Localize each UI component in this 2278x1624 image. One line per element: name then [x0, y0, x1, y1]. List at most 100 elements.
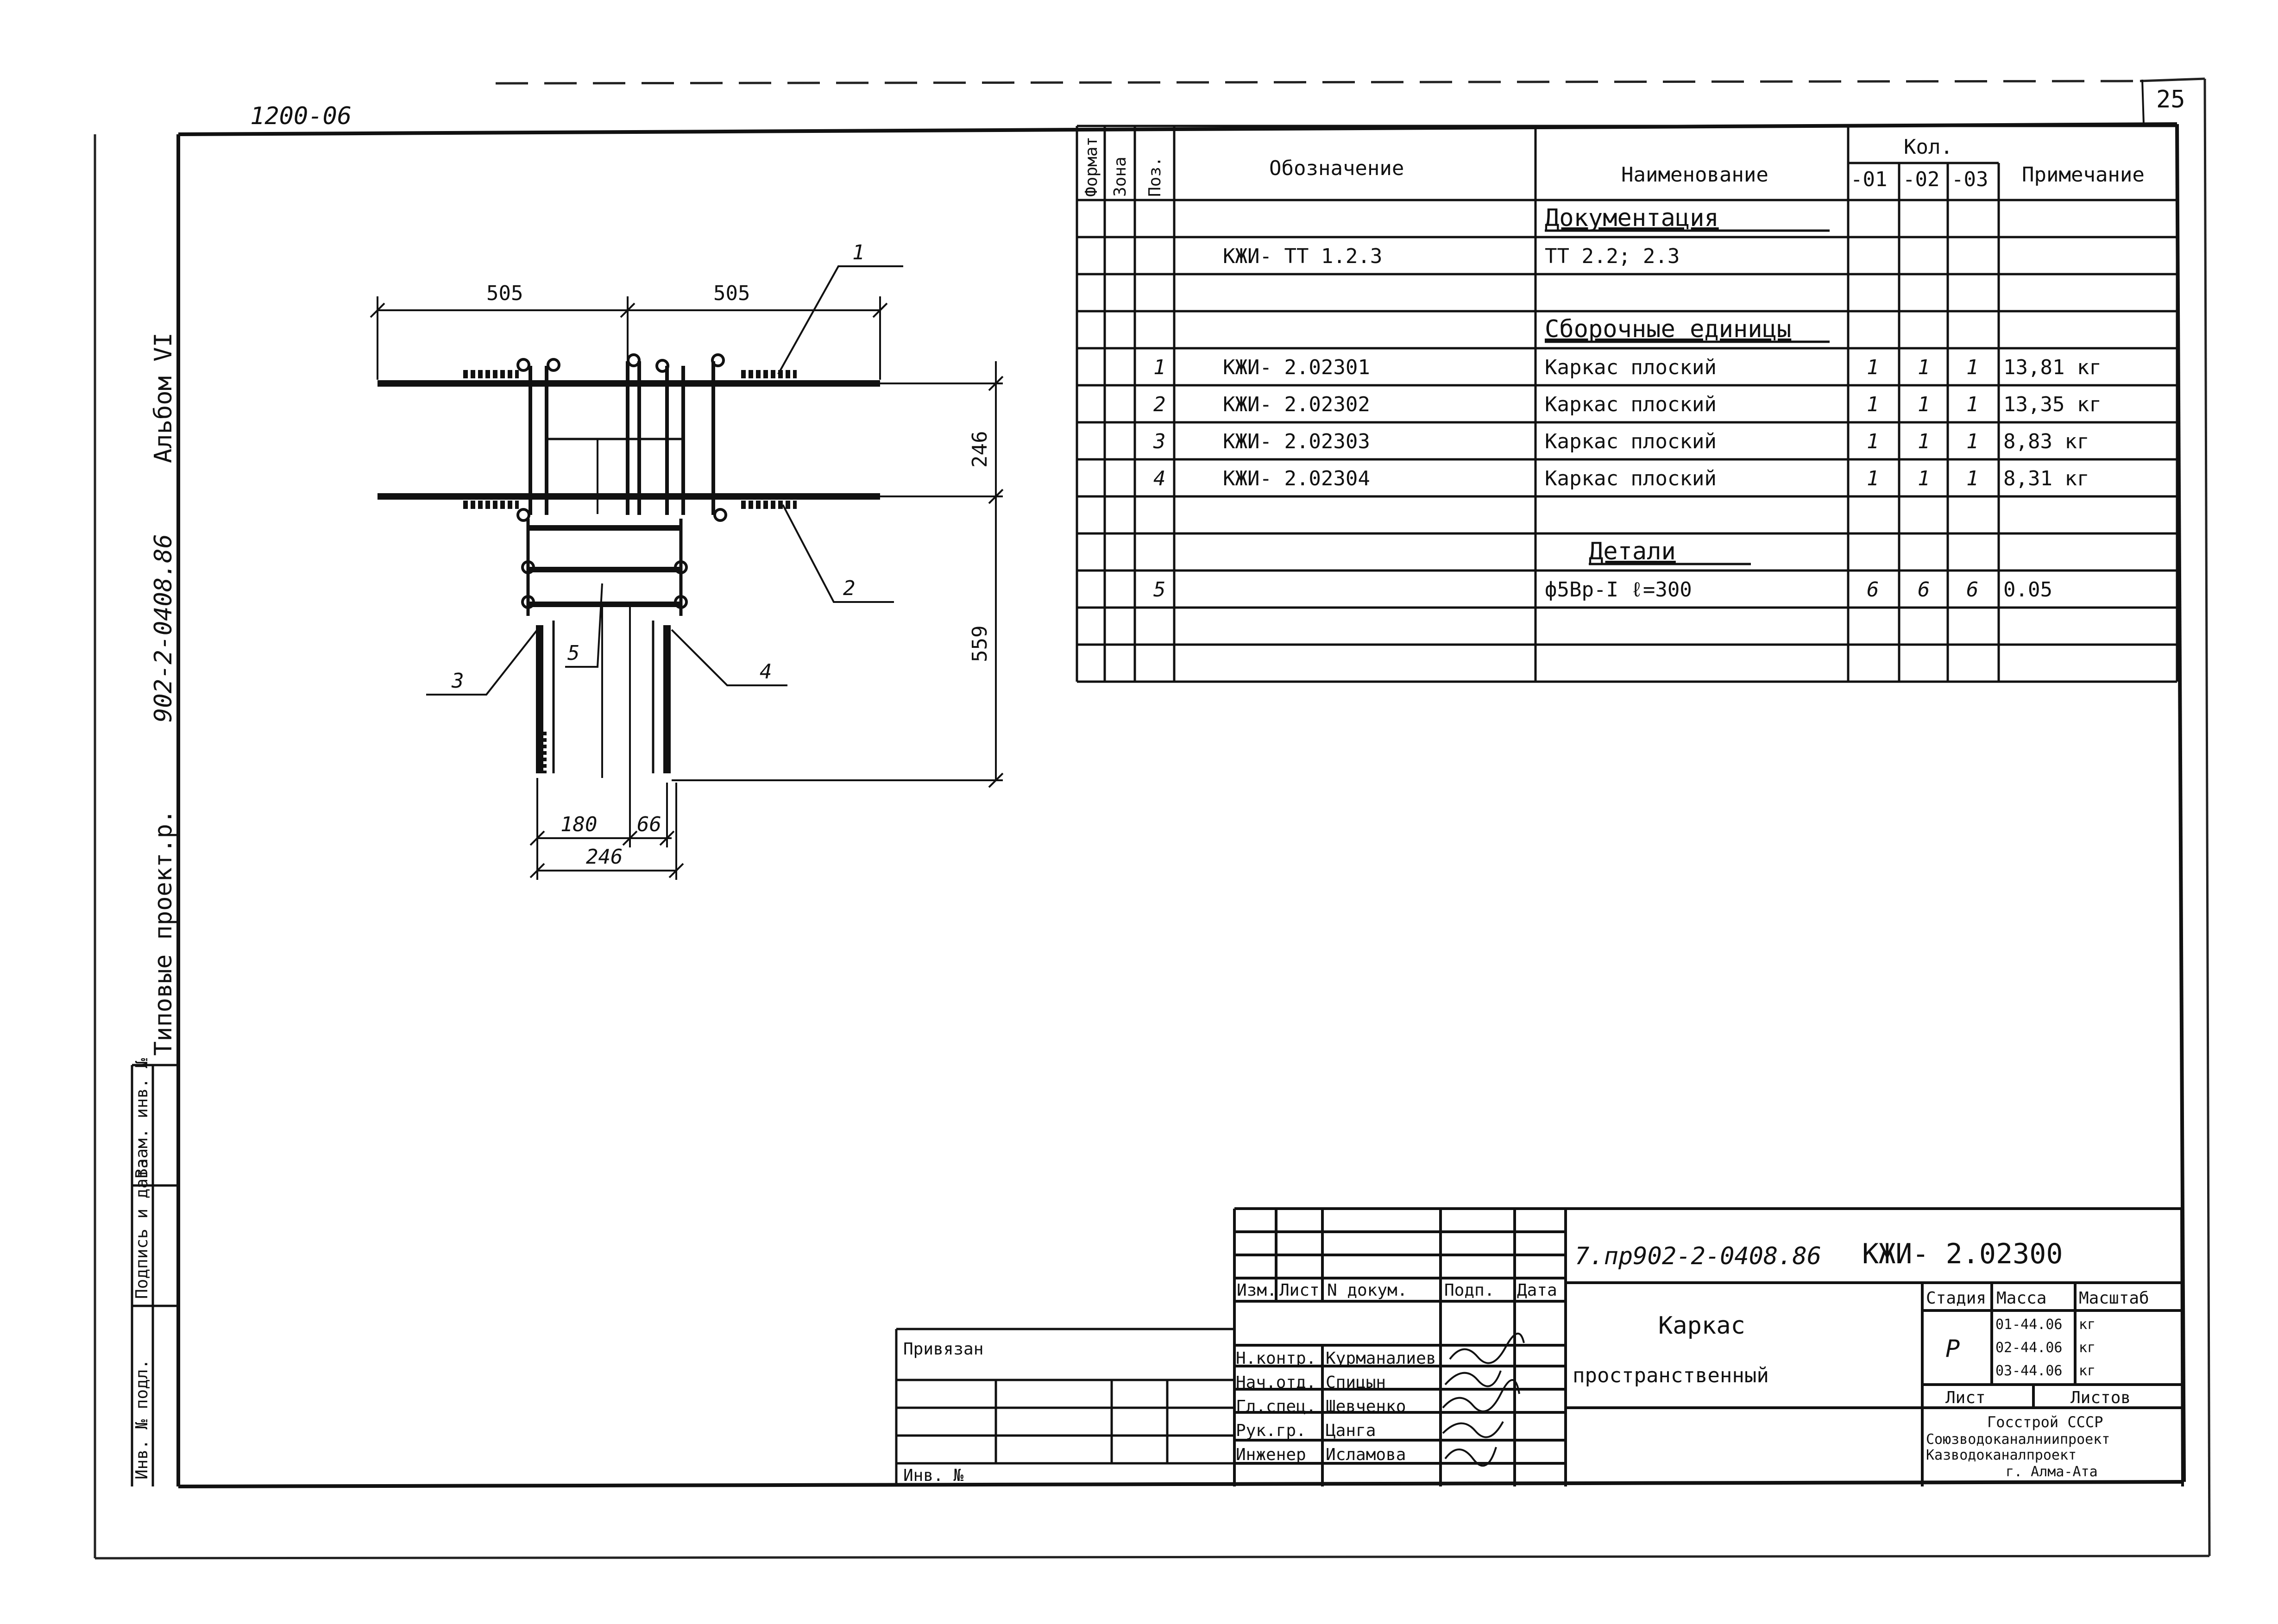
row-pos: 2	[1153, 393, 1166, 416]
staff-name: Спицын	[1326, 1373, 1386, 1392]
hdr-pos: Поз.	[1145, 157, 1164, 197]
row-q1: 1	[1867, 356, 1879, 379]
row-name: ф5Вр-I ℓ=300	[1545, 578, 1692, 602]
inv-no-label: Инв. №	[903, 1466, 963, 1485]
row-name: Каркас плоский	[1545, 467, 1717, 490]
stamp-vzam: Взам. инв. №	[132, 1058, 151, 1179]
series-label: Типовые проект.р.	[150, 809, 177, 1056]
title-line-1: Каркас	[1658, 1312, 1745, 1340]
lbl-sheets: Листов	[2070, 1388, 2131, 1407]
row-q3: 1	[1966, 467, 1979, 490]
section-heading: Детали	[1589, 538, 1676, 565]
row-q1: 1	[1867, 467, 1879, 490]
row-note: 13,35 кг	[2003, 393, 2102, 416]
signatures	[1442, 1333, 1525, 1467]
row-q2: 1	[1918, 393, 1930, 416]
row-q1: 6	[1867, 578, 1879, 602]
mass-unit-01: кг	[2079, 1317, 2096, 1333]
hdr-q1: -01	[1850, 168, 1887, 191]
staff-name: Шевченко	[1326, 1397, 1406, 1416]
org-line-4: г. Алма-Ата	[2006, 1464, 2098, 1480]
row-note: 13,81 кг	[2003, 356, 2102, 379]
row-q2: 6	[1918, 578, 1930, 602]
callout-3: 3	[451, 669, 464, 693]
org-line-3: Казводоканалпроект	[1926, 1447, 2077, 1463]
stamp-podpis: Подпись и дата	[132, 1159, 151, 1299]
row-name: ТТ 2.2; 2.3	[1545, 245, 1680, 268]
stamp-inv-podl: Инв. № подл.	[132, 1359, 151, 1480]
row-note: 8,83 кг	[2003, 430, 2089, 453]
lbl-list: Лист	[1279, 1281, 1320, 1300]
lbl-izm: Изм.	[1237, 1281, 1277, 1300]
hdr-zone: Зона	[1111, 157, 1130, 197]
row-q3: 1	[1966, 356, 1979, 379]
row-name: Каркас плоский	[1545, 356, 1717, 379]
staff-role: Н.контр.	[1236, 1349, 1316, 1368]
hdr-q2: -02	[1903, 168, 1939, 191]
series-code: 902-2-0408.86	[150, 534, 177, 722]
row-q2: 1	[1918, 356, 1930, 379]
row-name: Каркас плоский	[1545, 393, 1717, 416]
left-margin: Типовые проект.р. 902-2-0408.86 Альбом V…	[150, 332, 177, 1056]
privyazan-label: Привязан	[903, 1340, 983, 1359]
staff-role: Инженер	[1236, 1445, 1306, 1464]
mass-01: 01-44.06	[1995, 1317, 2063, 1333]
stage-value: Р	[1945, 1335, 1960, 1363]
row-pos: 4	[1153, 467, 1166, 490]
lbl-stage: Стадия	[1926, 1289, 1986, 1308]
row-note: 8,31 кг	[2003, 467, 2089, 490]
staff-name: Курманалиев	[1326, 1349, 1436, 1368]
dim-top-left: 505	[486, 282, 523, 305]
mass-unit-02: кг	[2079, 1340, 2096, 1356]
mass-unit-03: кг	[2079, 1363, 2096, 1379]
row-q2: 1	[1918, 430, 1930, 453]
outer-frame	[94, 77, 2211, 1560]
doc-code: 7.пр902-2-0408.86	[1575, 1242, 1821, 1270]
lbl-scale: Масштаб	[2079, 1289, 2149, 1308]
staff-role: Рук.гр.	[1236, 1421, 1306, 1440]
mass-02: 02-44.06	[1995, 1340, 2063, 1356]
lbl-ndoc: N докум.	[1327, 1281, 1407, 1300]
assembly-drawing	[370, 265, 1004, 880]
staff-name: Исламова	[1326, 1445, 1406, 1464]
hdr-note: Примечание	[2022, 163, 2145, 187]
staff-role: Нач.отд.	[1236, 1373, 1316, 1392]
org-line-1: Госстрой СССР	[1987, 1413, 2103, 1431]
row-q3: 1	[1966, 393, 1979, 416]
dim-top-right: 505	[713, 282, 750, 305]
section-heading: Сборочные единицы	[1545, 315, 1791, 343]
page-number: 25	[2156, 86, 2185, 113]
drawing-labels: 505 505 246 559 180 66 246 1 2 3 4 5	[451, 241, 992, 869]
row-designation: КЖИ- ТТ 1.2.3	[1223, 245, 1382, 268]
lbl-data: Дата	[1517, 1281, 1557, 1300]
row-designation: КЖИ- 2.02304	[1223, 467, 1370, 490]
section-heading: Документация	[1545, 204, 1719, 232]
page-number-box: 25	[2141, 79, 2185, 125]
side-stamp: Инв. № подл. Подпись и дата Взам. инв. №	[131, 1058, 178, 1486]
row-q1: 1	[1867, 430, 1879, 453]
row-name: Каркас плоский	[1545, 430, 1717, 453]
staff-role: Гл.спец.	[1236, 1397, 1316, 1416]
row-note: 0.05	[2003, 578, 2052, 602]
row-designation: КЖИ- 2.02301	[1223, 356, 1370, 379]
dim-bottom-a: 180	[560, 813, 597, 836]
callout-1: 1	[852, 241, 865, 264]
callout-4: 4	[760, 660, 772, 683]
dim-height-upper: 246	[968, 431, 992, 468]
staff-name: Цанга	[1326, 1421, 1376, 1440]
callout-2: 2	[843, 577, 856, 600]
hdr-name: Наименование	[1621, 163, 1768, 187]
hdr-q3: -03	[1951, 168, 1988, 191]
title-line-2: пространственный	[1573, 1364, 1769, 1387]
org-line-2: Союзводоканалниипроект	[1926, 1431, 2110, 1448]
lbl-sheet: Лист	[1945, 1388, 1986, 1407]
mass-03: 03-44.06	[1995, 1363, 2063, 1379]
dim-bottom-b: 66	[637, 813, 661, 836]
callout-5: 5	[567, 641, 580, 665]
lbl-podp: Подп.	[1444, 1281, 1494, 1300]
album-label: Альбом VI	[150, 332, 177, 463]
row-pos: 1	[1153, 356, 1166, 379]
row-q3: 6	[1966, 578, 1979, 602]
